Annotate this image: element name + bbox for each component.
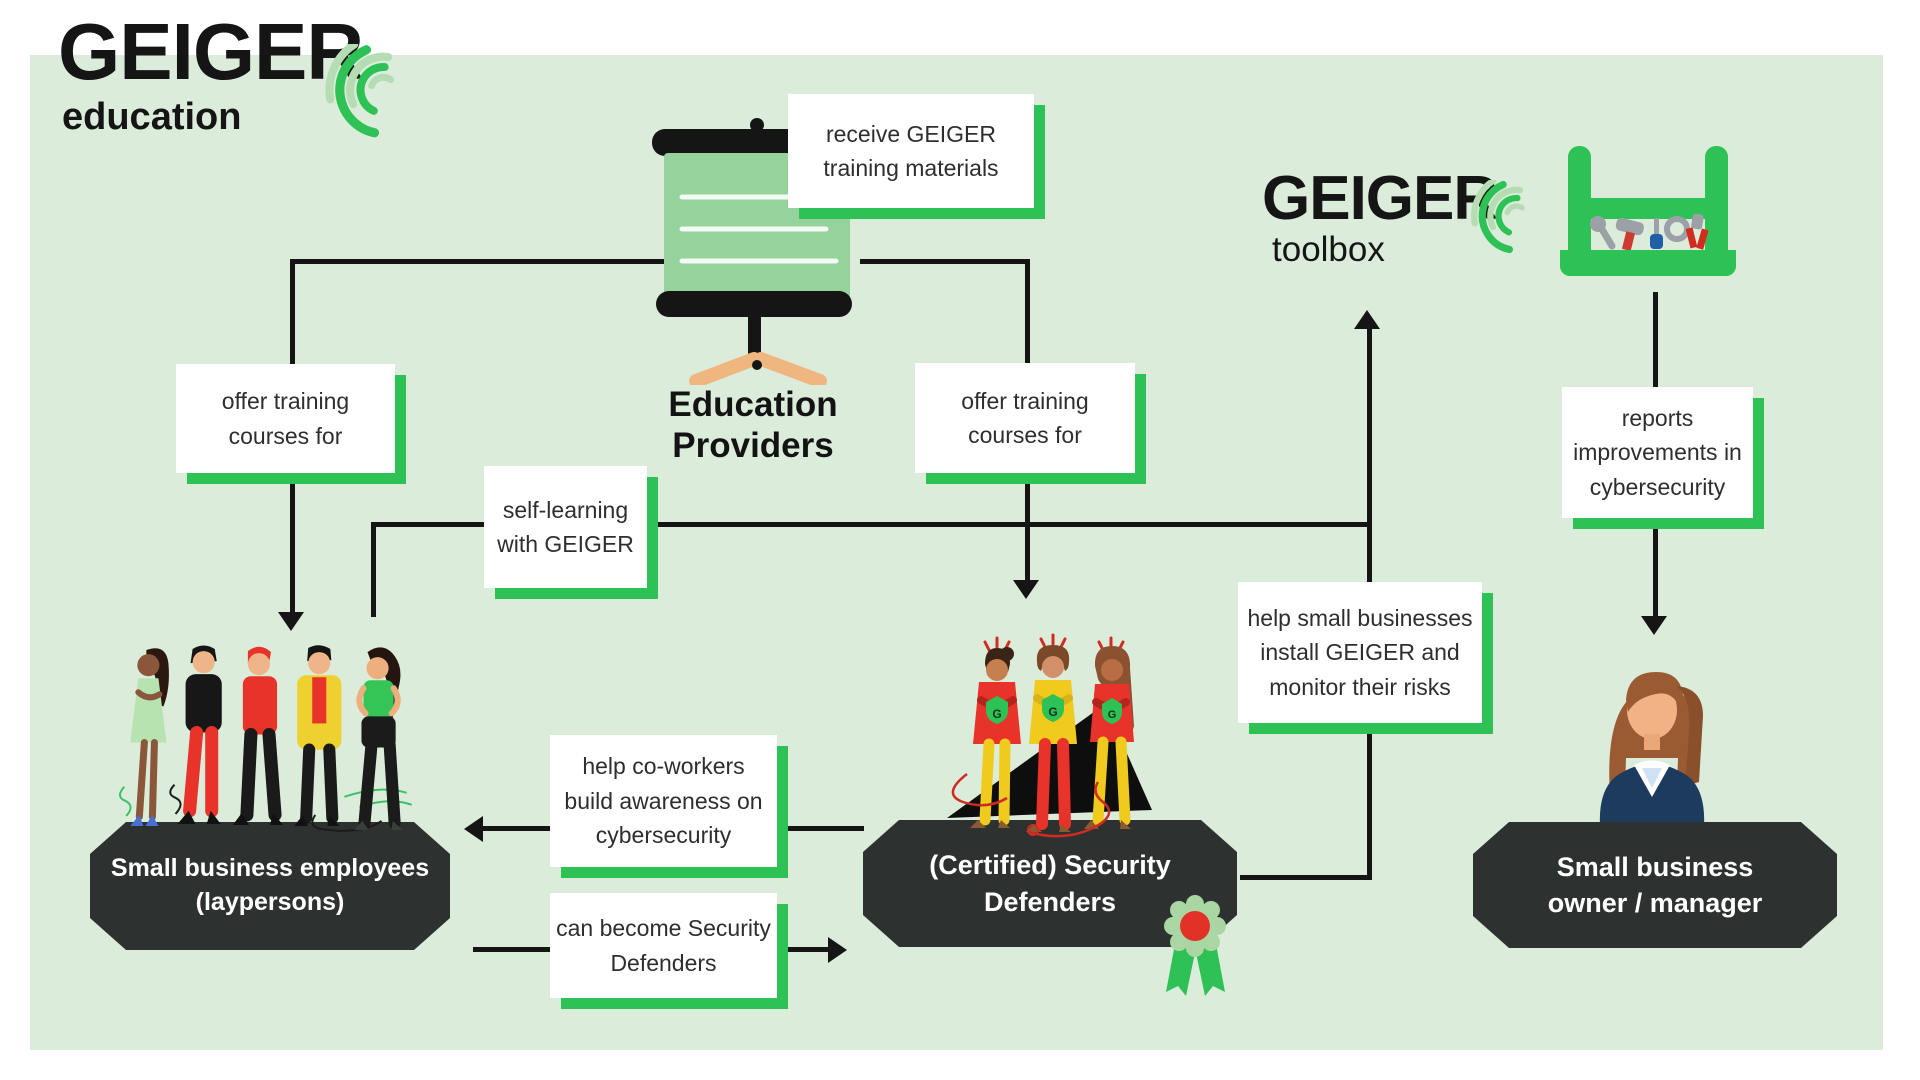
radar-arcs-icon xyxy=(325,44,432,149)
toolbox-icon xyxy=(1560,146,1736,276)
svg-text:G: G xyxy=(1108,709,1117,721)
geiger-toolbox-logo-title: GEIGER xyxy=(1262,164,1498,233)
svg-text:G: G xyxy=(992,707,1001,721)
line-board-to-left xyxy=(292,259,664,264)
arrow-left-employees xyxy=(464,816,483,842)
radar-arcs-icon xyxy=(1471,180,1555,262)
arrow-down-owner xyxy=(1641,616,1667,635)
label-offer-training-center: offer training courses for xyxy=(915,363,1135,473)
tools xyxy=(1590,213,1709,251)
arrow-up-toolbox xyxy=(1354,310,1380,329)
arrow-right-defenders xyxy=(828,937,847,963)
geiger-toolbox-logo-subtitle: toolbox xyxy=(1272,230,1385,269)
line-board-to-right xyxy=(860,259,1030,264)
banner-small-business-employees: Small business employees (laypersons) xyxy=(90,822,450,950)
line-self-learning-drop xyxy=(371,522,376,617)
label-help-coworkers: help co-workers build awareness on cyber… xyxy=(550,735,777,867)
line-up-to-toolbox xyxy=(1367,327,1372,527)
label-can-become-defenders: can become Security Defenders xyxy=(550,893,777,998)
geiger-education-logo-title: GEIGER xyxy=(58,7,364,96)
certificate-ribbon-icon xyxy=(1164,895,1226,996)
line-self-learning xyxy=(371,522,1371,527)
geiger-education-logo-subtitle: education xyxy=(62,96,242,138)
label-receive-training-materials: receive GEIGER training materials xyxy=(788,94,1034,208)
line-defenders-elbow xyxy=(1240,875,1372,880)
label-offer-training-left: offer training courses for xyxy=(176,364,395,473)
owner-illustration xyxy=(1599,672,1705,826)
education-providers-label: Education Providers xyxy=(668,385,838,466)
arrow-down-defenders xyxy=(1013,580,1039,599)
banner-small-business-owner: Small business owner / manager xyxy=(1473,822,1837,948)
svg-text:G: G xyxy=(1048,705,1057,719)
arrow-down-employees xyxy=(278,612,304,631)
label-help-install-geiger: help small businesses install GEIGER and… xyxy=(1238,582,1482,723)
label-self-learning: self-learning with GEIGER xyxy=(484,466,647,588)
defenders-illustration: G G G xyxy=(947,633,1152,838)
label-reports-improvements: reports improvements in cybersecurity xyxy=(1562,387,1753,518)
employees-illustration xyxy=(118,645,413,832)
